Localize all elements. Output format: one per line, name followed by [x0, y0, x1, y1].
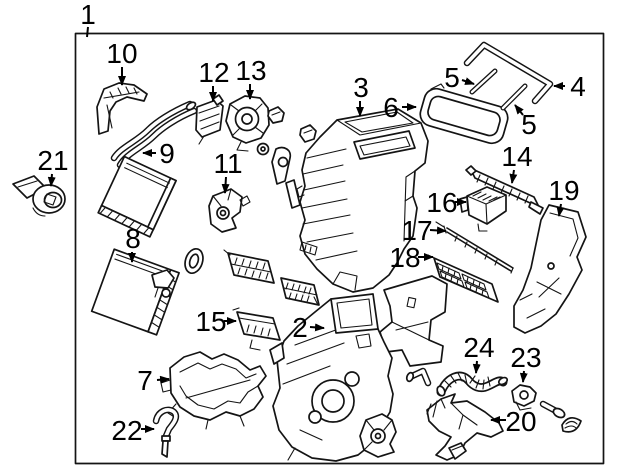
small-elbow	[405, 367, 432, 387]
part-10-drawing	[96, 82, 148, 135]
callout-3: 3	[353, 72, 369, 117]
callout-6: 6	[383, 92, 417, 123]
part-24-drawing	[436, 371, 509, 397]
callout-1: 1	[80, 0, 96, 38]
callout-5b-label: 5	[521, 109, 537, 140]
callout-7-label: 7	[137, 365, 153, 396]
callout-2-label: 2	[292, 312, 308, 343]
callout-5a: 5	[444, 62, 475, 93]
small-lever	[271, 146, 292, 185]
callout-23: 23	[510, 342, 542, 383]
bottom-actuator	[359, 413, 397, 458]
callout-17-label: 17	[401, 215, 432, 246]
callout-22: 22	[111, 415, 155, 446]
small-cap	[561, 416, 582, 433]
callout-6-label: 6	[383, 92, 399, 123]
callout-19: 19	[548, 175, 580, 217]
part-4-drawing	[463, 41, 554, 105]
callout-8-label: 8	[125, 223, 141, 254]
push-pin	[539, 400, 566, 419]
callout-11: 11	[213, 148, 243, 194]
callout-23-label: 23	[510, 342, 541, 373]
callout-4-label: 4	[570, 71, 586, 102]
callout-5b: 5	[514, 104, 537, 140]
callout-9-label: 9	[159, 138, 175, 169]
callout-7: 7	[137, 365, 170, 396]
callout-15: 15	[195, 306, 237, 337]
callout-18: 18	[389, 242, 434, 273]
part-13-drawing	[225, 95, 270, 152]
callout-19-label: 19	[548, 175, 579, 206]
callout-20: 20	[490, 406, 537, 437]
part-3-drawing	[296, 108, 429, 293]
small-clip-b	[299, 124, 317, 143]
callout-21: 21	[37, 145, 69, 187]
callout-4: 4	[553, 71, 586, 102]
callout-3-label: 3	[353, 72, 369, 103]
callout-14-label: 14	[501, 141, 532, 172]
small-bar	[285, 179, 301, 209]
part-8-drawing	[90, 248, 180, 336]
callout-17: 17	[401, 215, 447, 246]
part-9-drawing	[97, 100, 198, 238]
vent-door-b	[280, 277, 320, 306]
bracket-panel	[379, 275, 448, 367]
callout-16: 16	[426, 187, 467, 218]
diagram-line-art	[12, 32, 605, 465]
callout-12: 12	[198, 57, 230, 102]
callout-24-label: 24	[463, 332, 494, 363]
callout-2: 2	[292, 312, 325, 343]
vent-door-a	[223, 249, 275, 284]
callout-11-label: 11	[213, 148, 242, 179]
callout-8: 8	[125, 223, 141, 263]
callout-12-label: 12	[198, 57, 229, 88]
part-11-drawing	[208, 188, 251, 233]
part-15-drawing	[232, 307, 281, 351]
part-20-drawing	[426, 393, 504, 461]
part-5a-drawing	[469, 68, 498, 95]
part-21-drawing	[12, 175, 66, 217]
part-2-drawing	[269, 293, 394, 462]
small-clip-a	[267, 106, 285, 124]
part-5b-drawing	[500, 83, 528, 111]
part-18-drawing	[427, 254, 499, 303]
callout-13-label: 13	[235, 55, 266, 86]
small-ring	[256, 142, 270, 156]
callout-14: 14	[501, 141, 533, 184]
part-16-drawing	[459, 186, 507, 232]
callout-16-label: 16	[426, 187, 457, 218]
part-19-drawing	[513, 204, 587, 334]
part-14-drawing	[465, 165, 544, 215]
part-6-drawing	[419, 83, 509, 145]
callout-18-label: 18	[389, 242, 420, 273]
callout-10: 10	[106, 38, 138, 86]
callout-9: 9	[142, 138, 175, 169]
callout-21-label: 21	[37, 145, 68, 176]
callout-1-label: 1	[80, 0, 96, 30]
callout-22-label: 22	[111, 415, 142, 446]
part-23-drawing	[511, 384, 537, 411]
diagram-callouts: 1 10 12 13 3 5 4 6	[37, 0, 585, 446]
callout-20-label: 20	[505, 406, 536, 437]
part-22-drawing	[152, 406, 180, 458]
callout-5a-label: 5	[444, 62, 460, 93]
callout-15-label: 15	[195, 306, 226, 337]
callout-10-label: 10	[106, 38, 137, 69]
callout-13: 13	[235, 55, 267, 100]
callout-24: 24	[463, 332, 495, 374]
grommet	[184, 247, 204, 275]
